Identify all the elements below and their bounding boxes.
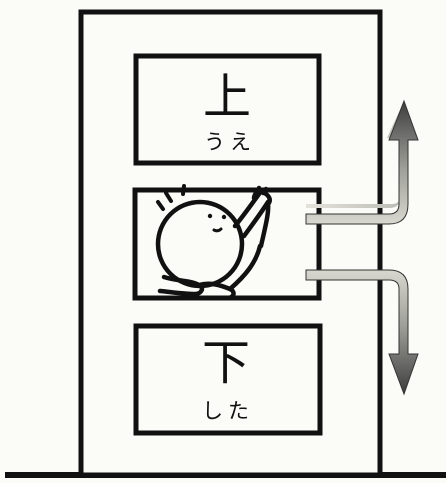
person-reaching-up-icon (155, 184, 272, 301)
bottom-box-label: 下 (202, 335, 250, 391)
bottom-box: 下 した (133, 323, 323, 436)
up-arrow-icon (305, 99, 419, 225)
bottom-box-reading: した (202, 399, 254, 423)
top-box-label: 上 (203, 69, 251, 125)
top-box: 上 うえ (133, 53, 322, 166)
top-box-reading: うえ (204, 130, 256, 154)
down-arrow-icon (305, 269, 419, 396)
